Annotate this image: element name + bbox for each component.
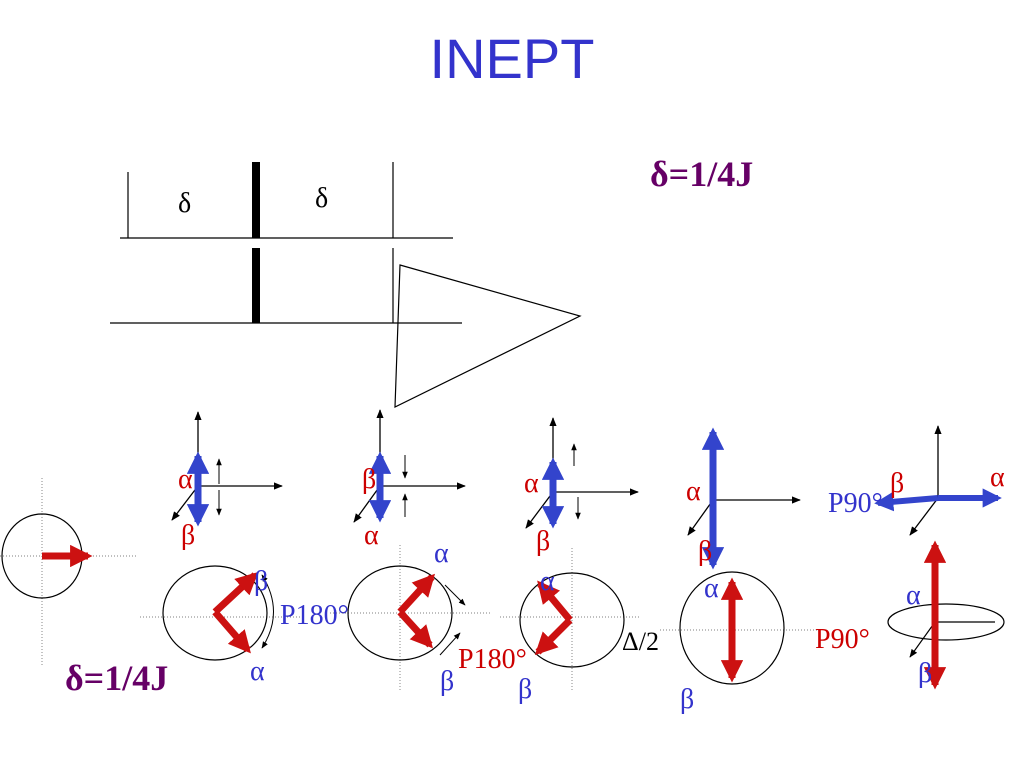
- panel-2: β α: [353, 409, 466, 551]
- delta-half-label: Δ/2: [622, 627, 659, 656]
- rotation-arrow: [261, 574, 274, 649]
- alpha-label: α: [364, 520, 379, 551]
- beta-label: β: [536, 526, 550, 557]
- pulse-sequence: δ δ: [110, 162, 582, 408]
- circle-4: α P180° β: [458, 548, 640, 705]
- x-axis: [353, 485, 381, 523]
- panel-4: α β: [686, 427, 801, 570]
- pulse-label: P180°: [458, 644, 527, 675]
- alpha-label: α: [540, 566, 555, 597]
- page-title: INEPT: [429, 27, 595, 90]
- beta-label: β: [362, 464, 376, 495]
- beta-vector: [874, 492, 939, 512]
- alpha-vector: [212, 609, 251, 654]
- alpha-vector: [397, 573, 436, 615]
- beta-label: β: [440, 666, 454, 697]
- alpha-label: α: [990, 462, 1005, 493]
- small-arrow-bottom: [439, 632, 461, 656]
- alpha-label: α: [434, 538, 449, 569]
- panel-3: α β: [524, 417, 639, 557]
- circle-3: α β: [330, 538, 490, 697]
- alpha-label: α: [906, 580, 921, 611]
- fid-triangle: [394, 264, 582, 408]
- delta-right-label: δ: [315, 183, 328, 214]
- pulse-label: P90°: [828, 488, 883, 519]
- circle-5: α Δ/2 β: [622, 571, 820, 715]
- alpha-label: α: [178, 464, 193, 495]
- beta-label: β: [890, 468, 904, 499]
- pulse-180-ch1: [252, 162, 260, 238]
- delta-left-label: δ: [178, 188, 191, 219]
- beta-label: β: [518, 674, 532, 705]
- x-axis: [687, 499, 714, 536]
- delta-equation-bottom: δ=1/4J: [65, 658, 168, 698]
- alpha-label: α: [686, 476, 701, 507]
- circle: [519, 572, 625, 668]
- x-axis: [909, 621, 936, 658]
- alpha-vector: [537, 580, 573, 623]
- circle: [679, 571, 785, 685]
- circle-2: β P180° α: [140, 565, 349, 687]
- alpha-label: α: [250, 656, 265, 687]
- panel-5: P90° β α: [828, 425, 1005, 536]
- alpha-label: α: [704, 573, 719, 604]
- beta-label: β: [254, 566, 268, 597]
- beta-label: β: [181, 520, 195, 551]
- alpha-label: α: [524, 468, 539, 499]
- x-axis: [909, 497, 939, 536]
- beta-vector: [534, 617, 573, 656]
- beta-vector: [397, 609, 434, 649]
- circle: [347, 565, 453, 661]
- small-arrow-top: [444, 584, 466, 606]
- beta-label: β: [698, 536, 712, 567]
- delta-equation-top: δ=1/4J: [650, 154, 753, 194]
- transverse-plane: [887, 603, 1005, 641]
- panel-1: α β: [171, 411, 283, 551]
- pulse-180-ch2: [252, 248, 260, 323]
- pulse-label: P180°: [280, 600, 349, 631]
- x-axis: [171, 485, 199, 521]
- circle-6: P90° α β: [815, 540, 1005, 690]
- circle-1: [0, 478, 138, 665]
- beta-label: β: [680, 684, 694, 715]
- beta-label: β: [918, 658, 932, 689]
- beta-vector: [212, 571, 259, 615]
- pulse-label: P90°: [815, 624, 870, 655]
- x-axis: [525, 491, 554, 529]
